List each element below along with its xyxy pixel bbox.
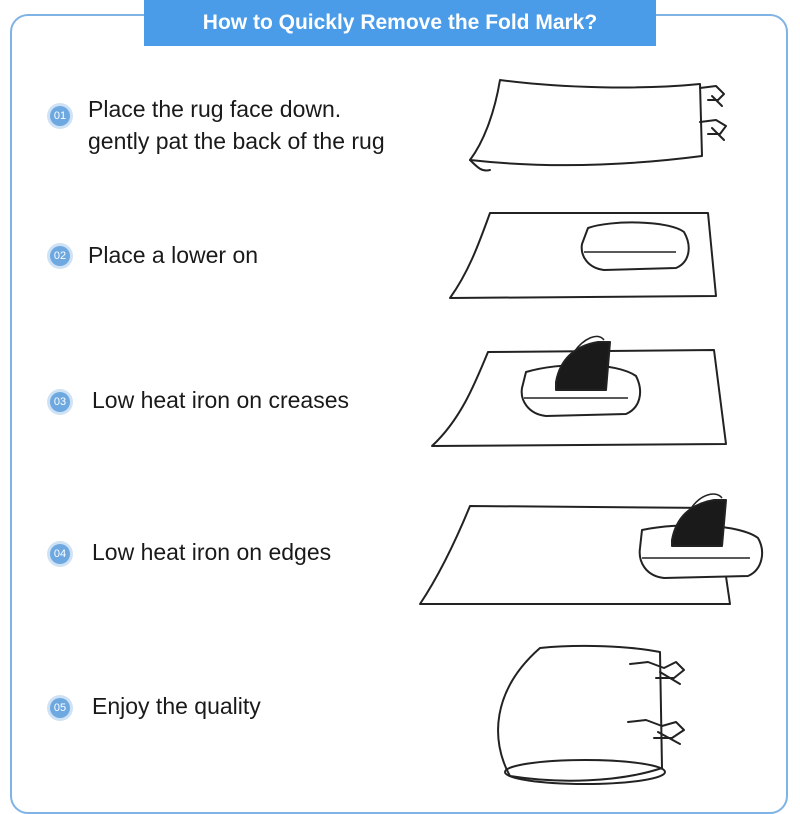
iron-icon bbox=[556, 342, 610, 390]
step-4-badge: 04 bbox=[50, 544, 70, 564]
step-2-text: Place a lower on bbox=[88, 242, 259, 268]
step-4-text: Low heat iron on edges bbox=[92, 539, 332, 565]
step-5-text: Enjoy the quality bbox=[92, 693, 261, 719]
step-5-illustration bbox=[498, 646, 684, 784]
step-5-badge: 05 bbox=[50, 698, 70, 718]
folded-towel-icon bbox=[582, 222, 689, 270]
step-1-text-line1: Place the rug face down. bbox=[88, 96, 342, 122]
step-2-illustration bbox=[450, 213, 716, 298]
step-3-badge: 03 bbox=[50, 392, 70, 412]
iron-handle bbox=[690, 494, 722, 510]
step-3-illustration bbox=[432, 336, 726, 446]
rug-bottom-roll bbox=[505, 760, 665, 784]
page-title: How to Quickly Remove the Fold Mark? bbox=[144, 0, 656, 46]
step-1-text-line2: gently pat the back of the rug bbox=[88, 128, 385, 154]
step-4-illustration bbox=[420, 494, 762, 604]
hand-lower-icon bbox=[628, 720, 684, 744]
hand-upper-icon bbox=[630, 662, 684, 684]
step-3-text: Low heat iron on creases bbox=[92, 387, 349, 413]
iron-handle bbox=[574, 336, 604, 352]
step-1-badge: 01 bbox=[50, 106, 70, 126]
hand-upper-icon bbox=[700, 86, 724, 106]
rug-curl-edge bbox=[470, 160, 490, 171]
iron-icon bbox=[672, 500, 726, 546]
step-2-badge: 02 bbox=[50, 246, 70, 266]
step-1-illustration bbox=[470, 80, 726, 171]
rug-held-shape bbox=[498, 646, 662, 781]
rug-curled-shape bbox=[470, 80, 702, 165]
hand-lower-icon bbox=[700, 120, 726, 140]
